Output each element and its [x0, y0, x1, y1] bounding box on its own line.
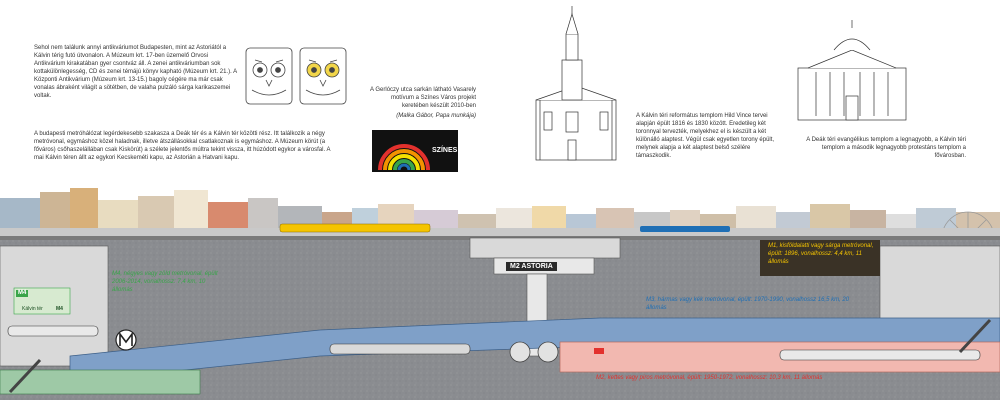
- deak-church-drawing: [797, 20, 907, 121]
- m1-line-label: M1, kisföldalatti vagy sárga metróvonal,…: [768, 243, 874, 265]
- m1-box: [760, 240, 880, 276]
- kalvin-m4-tag: M4: [56, 306, 63, 312]
- owl-sign-icon: [245, 47, 293, 105]
- m4-line-label: M4, négyes vagy zöld metróvonal, épült 2…: [112, 271, 218, 293]
- metro-history-text: A budapesti metróhálózat legérdekesebb s…: [34, 131, 331, 161]
- antique-shops-text: Sehol nem találunk annyi antikváriumot B…: [34, 45, 237, 99]
- escalator-icon: [958, 318, 992, 354]
- calvin-church-drawing: [535, 6, 617, 161]
- m4-tunnel: [0, 369, 201, 395]
- szines-varos-label: SZÍNES VÁROS: [432, 145, 484, 154]
- escalator-icon: [8, 358, 42, 394]
- astoria-station-sign: M2 ASTORIA: [506, 262, 557, 271]
- deak-church-text: A Deák téri evangélikus templom a legnag…: [806, 137, 966, 159]
- street: [0, 228, 1000, 236]
- bus: [640, 226, 730, 232]
- astoria-tube-node: [509, 341, 531, 363]
- city-skyline: [0, 188, 1000, 230]
- m2-line-label: M2, kettes vagy piros metróvonal, épült:…: [596, 375, 823, 381]
- astoria-tube-node: [537, 341, 559, 363]
- owl-sign-lit-icon: [299, 47, 347, 105]
- m4-train: [7, 325, 99, 337]
- m2-train: [779, 349, 981, 361]
- m3-train: [329, 343, 471, 355]
- m2-marker: [594, 348, 604, 354]
- gerloczy-credit: (Malka Gábor, Papa munkája): [396, 113, 476, 119]
- metro-logo-icon: [115, 329, 137, 351]
- m3-line-label: M3, hármas vagy kék metróvonal, épült: 1…: [646, 297, 850, 311]
- astoria-underpass: [469, 237, 621, 259]
- tram: [279, 223, 431, 233]
- calvin-church-text: A Kálvin téri református templom Hild Vi…: [636, 113, 775, 159]
- gerloczy-text: A Gerlóczy utca sarkán látható Vasarely …: [370, 87, 476, 109]
- m4-badge: M4: [16, 290, 29, 297]
- rainbow-vasarely-icon: [372, 130, 458, 172]
- kalvin-station-sign: Kálvin tér: [22, 306, 43, 312]
